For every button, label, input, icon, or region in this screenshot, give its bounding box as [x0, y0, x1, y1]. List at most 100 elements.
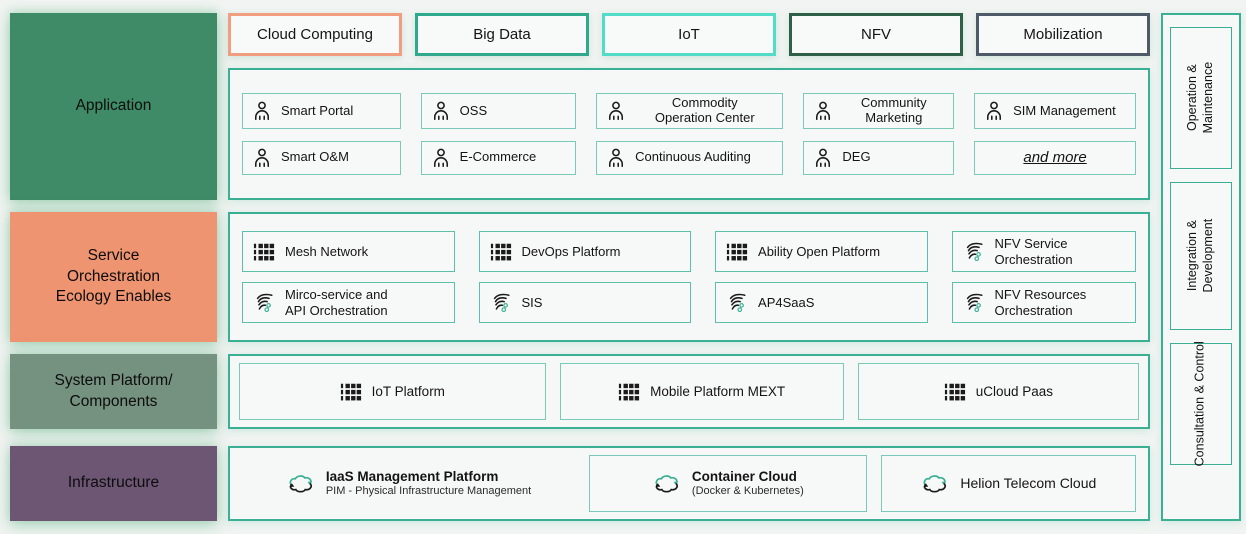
infra-item-title: IaaS Management Platform [325, 468, 499, 484]
sidebar-operation-maintenance: Operation & Maintenance [1170, 27, 1232, 169]
app-item-label: Smart O&M [281, 149, 349, 165]
app-item-community-marketing: Community Marketing [803, 93, 955, 129]
service-item-mesh-network: Mesh Network [242, 231, 455, 272]
infra-item-title: Helion Telecom Cloud [960, 475, 1097, 492]
platform-items-grid: IoT Platform Mobile Platform MEXT uCloud… [230, 356, 1148, 427]
infra-item-text: Helion Telecom Cloud [960, 475, 1096, 492]
chip-mobilization-label: Mobilization [1023, 26, 1103, 43]
lifecycle-sidebar: Operation & Maintenance Integration & De… [1161, 13, 1241, 521]
infra-item-iaas-management-platform: IaaS Management Platform PIM - Physical … [242, 455, 575, 512]
layer-service-orchestration-label: Service Orchestration Ecology Enables [55, 247, 172, 306]
app-item-e-commerce: E-Commerce [420, 140, 577, 175]
sidebar-operation-maintenance-label: Operation & Maintenance [1185, 62, 1216, 134]
layer-system-platform: System Platform/ Components [10, 354, 217, 429]
chip-big-data: Big Data [415, 13, 589, 56]
sidebar-consultation-control-label: Consultation & Control [1193, 341, 1208, 467]
app-item-label: Smart Portal [281, 102, 354, 118]
platform-item-label: uCloud Paas [975, 384, 1053, 399]
platform-item-ucloud-paas: uCloud Paas [857, 363, 1139, 420]
layer-infrastructure-label: Infrastructure [67, 474, 160, 492]
app-item-continuous-auditing: Continuous Auditing [596, 140, 784, 175]
platform-item-label: IoT Platform [371, 384, 445, 399]
sidebar-integration-development: Integration & Development [1170, 182, 1232, 330]
chip-nfv-label: NFV [861, 26, 891, 43]
technology-chips-row: Cloud Computing Big Data IoT NFV Mobiliz… [228, 13, 1150, 56]
app-item-label: Continuous Auditing [635, 149, 751, 165]
sidebar-integration-development-label: Integration & Development [1185, 219, 1215, 293]
layer-labels-column: Application Service Orchestration Ecolog… [10, 13, 217, 524]
app-grid-icon [340, 381, 362, 403]
layer-system-platform-label: System Platform/ Components [54, 372, 173, 410]
service-item-label: NFV Service Orchestration [994, 235, 1073, 267]
infra-item-subtitle: PIM - Physical Infrastructure Management [325, 484, 532, 497]
person-icon [251, 100, 273, 122]
application-box: Smart Portal OSS Commodity Operation Cen… [228, 68, 1150, 200]
app-item-smart-oandm: Smart O&M [242, 140, 401, 175]
platform-item-mobile-platform-mext: Mobile Platform MEXT [559, 363, 844, 420]
app-item-deg: DEG [803, 140, 955, 175]
person-icon [430, 147, 452, 169]
service-item-micro-service-api-orchestration: Mirco-service and API Orchestration [242, 282, 455, 323]
sidebar-consultation-control: Consultation & Control [1170, 341, 1232, 467]
layer-application: Application [10, 13, 217, 200]
infra-item-title: Container Cloud [691, 468, 797, 484]
orchestration-icon [963, 241, 985, 263]
service-item-nfv-service-orchestration: NFV Service Orchestration [951, 231, 1136, 272]
app-item-smart-portal: Smart Portal [242, 93, 401, 129]
infra-item-text: Container Cloud (Docker & Kubernetes) [692, 469, 804, 499]
service-items-grid: Mesh Network DevOps Platform Ability Ope… [230, 214, 1148, 340]
person-icon [812, 100, 834, 122]
layer-application-label: Application [75, 97, 152, 115]
application-items-grid: Smart Portal OSS Commodity Operation Cen… [230, 70, 1148, 198]
orchestration-icon [963, 292, 985, 314]
app-item-label: E-Commerce [459, 149, 537, 165]
app-grid-icon [618, 381, 640, 403]
platform-item-iot-platform: IoT Platform [239, 363, 546, 420]
infrastructure-box: IaaS Management Platform PIM - Physical … [228, 446, 1150, 521]
chip-iot: IoT [602, 13, 776, 56]
app-grid-icon [944, 381, 966, 403]
app-item-label: and more [1023, 149, 1087, 167]
layer-service-orchestration: Service Orchestration Ecology Enables [10, 212, 217, 342]
layer-infrastructure: Infrastructure [10, 446, 217, 521]
cloud-sync-icon [920, 473, 950, 494]
diagram-main-column: Cloud Computing Big Data IoT NFV Mobiliz… [228, 13, 1150, 524]
app-item-label: DEG [842, 149, 871, 165]
infra-item-helion-telecom-cloud: Helion Telecom Cloud [880, 455, 1136, 512]
cloud-sync-icon [652, 473, 682, 494]
app-grid-icon [253, 241, 275, 263]
orchestration-icon [490, 292, 512, 314]
system-platform-box: IoT Platform Mobile Platform MEXT uCloud… [228, 354, 1150, 429]
app-item-label: OSS [459, 102, 488, 118]
chip-cloud-computing: Cloud Computing [228, 13, 402, 56]
app-item-label: SIM Management [1013, 102, 1116, 118]
infra-item-subtitle: (Docker & Kubernetes) [691, 484, 804, 497]
service-orchestration-box: Mesh Network DevOps Platform Ability Ope… [228, 212, 1150, 342]
person-icon [605, 147, 627, 169]
orchestration-icon [726, 292, 748, 314]
app-item-and-more: and more [974, 140, 1136, 175]
app-grid-icon [490, 241, 512, 263]
service-item-label: DevOps Platform [521, 243, 621, 259]
app-item-label: Commodity Operation Center [654, 95, 755, 125]
chip-iot-label: IoT [678, 26, 700, 43]
service-item-label: Mesh Network [285, 243, 369, 259]
person-icon [983, 100, 1005, 122]
service-item-label: NFV Resources Orchestration [994, 286, 1087, 318]
service-item-sis: SIS [478, 282, 692, 323]
app-grid-icon [726, 241, 748, 263]
service-item-nfv-resources-orchestration: NFV Resources Orchestration [951, 282, 1136, 323]
chip-nfv: NFV [789, 13, 963, 56]
service-item-label: Ability Open Platform [758, 243, 881, 259]
cloud-sync-icon [286, 473, 316, 494]
service-item-ability-open-platform: Ability Open Platform [715, 231, 928, 272]
app-item-oss: OSS [420, 93, 577, 129]
infrastructure-items-grid: IaaS Management Platform PIM - Physical … [230, 448, 1148, 519]
app-item-commodity-operation-center: Commodity Operation Center [596, 93, 784, 129]
service-item-ap4saas: AP4SaaS [715, 282, 928, 323]
person-icon [605, 100, 627, 122]
infra-item-text: IaaS Management Platform PIM - Physical … [326, 469, 531, 499]
platform-item-label: Mobile Platform MEXT [650, 384, 786, 399]
app-item-label: Community Marketing [860, 95, 927, 125]
service-item-devops-platform: DevOps Platform [478, 231, 692, 272]
